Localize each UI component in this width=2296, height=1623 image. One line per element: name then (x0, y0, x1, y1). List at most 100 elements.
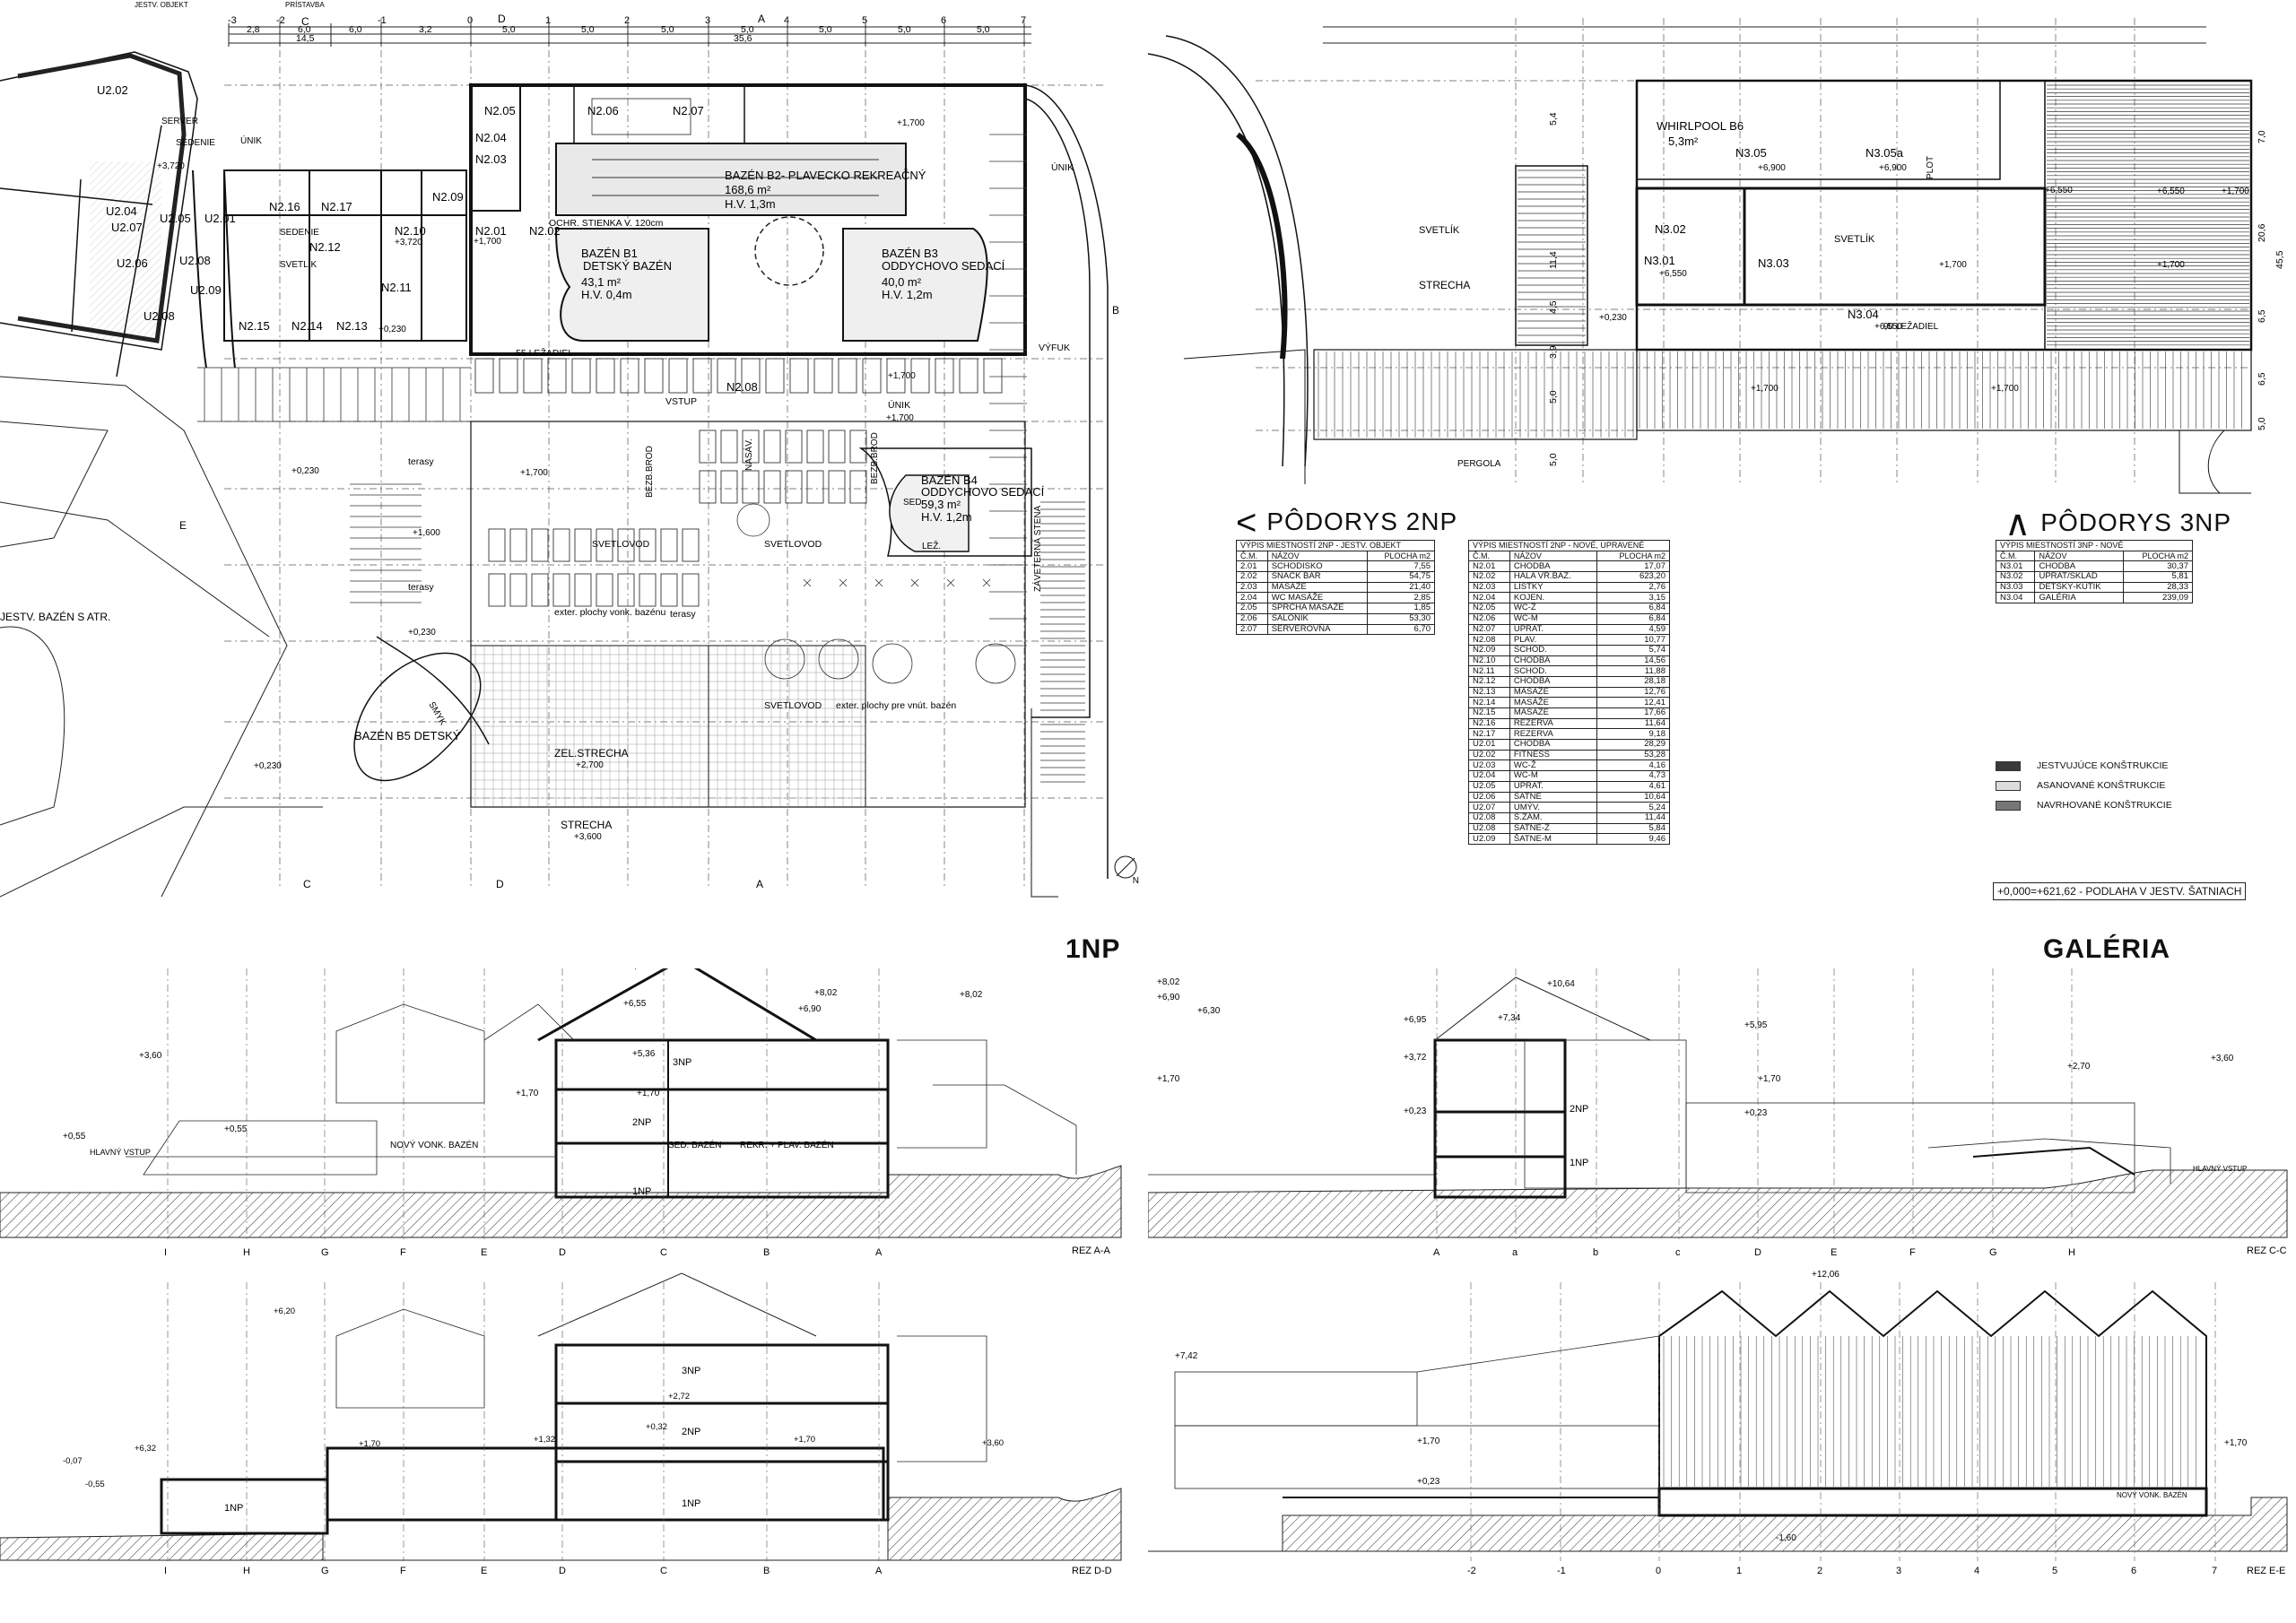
section-axis-label: C (660, 1566, 667, 1576)
table-cell: 2,76 (1596, 581, 1670, 594)
room-n303: N3.03 (1758, 256, 1789, 270)
lounger (499, 358, 518, 394)
level-mark: +1,70 (1157, 1074, 1180, 1084)
level-mark: +1,70 (1758, 1074, 1781, 1084)
room-n213: N2.13 (336, 319, 368, 333)
legend-swatch (1996, 800, 2021, 811)
lounger (596, 573, 613, 607)
table-cell: 14,56 (1596, 655, 1670, 667)
aa-sed: SED. BAZÉN (668, 1139, 721, 1150)
table-cell: 5,81 (2123, 571, 2193, 583)
lounger (660, 528, 678, 562)
level-mark: +1,70 (794, 1435, 815, 1445)
section-axis-label: G (321, 1566, 329, 1576)
section-cc-name: REZ C-C (2247, 1245, 2287, 1256)
label-exter1: exter. plochy vonk. bazénu (554, 607, 665, 618)
level-l11: +1,700 (474, 237, 501, 247)
table-cell: 53,28 (1596, 749, 1670, 761)
lounger (828, 430, 846, 464)
table-cell: N3.03 (1995, 581, 2036, 594)
room-n203: N2.03 (475, 152, 507, 166)
dimension-value: 3,9 (1548, 345, 1559, 359)
table-cell: N2.16 (1468, 717, 1510, 730)
dim-total-left: 14,5 (296, 33, 315, 44)
marker-x (910, 578, 919, 587)
table-cell: UPRAT/SKLAD (2034, 571, 2125, 583)
lounger (765, 358, 785, 394)
lounger (639, 528, 657, 562)
legend-swatch (1996, 760, 2021, 771)
level-mark: +8,02 (1157, 977, 1180, 987)
label-ochr: OCHR. STIENKA V. 120cm (549, 218, 664, 229)
lounger (509, 528, 527, 562)
label-svetlovod2: SVETLOVOD (764, 539, 822, 550)
lounger (692, 358, 712, 394)
cc-2np: 2NP (1570, 1104, 1588, 1115)
table-cell: LÍSTKY (1509, 581, 1598, 594)
axis-label: 7 (1021, 15, 1026, 26)
table-cell: U2.08 (1468, 812, 1510, 824)
gallery-sheet-label: GALÉRIA (2043, 934, 2170, 964)
level-mark: +6,90 (798, 1004, 822, 1014)
lounger (531, 573, 549, 607)
dimension-value: 5,0 (819, 24, 832, 35)
table-cell: U2.02 (1468, 749, 1510, 761)
room-n210: N2.10 (395, 224, 426, 238)
table-cell: CHODBA (1509, 739, 1598, 751)
level-l4: +2,700 (576, 760, 604, 770)
section-axis-label: c (1675, 1247, 1681, 1258)
section-arrow-icon: < (1236, 503, 1258, 542)
section-axis-label: E (1831, 1247, 1837, 1258)
table-cell: ŠATNE (1509, 791, 1598, 803)
room-whirlpool-area: 5,3m² (1668, 135, 1699, 148)
pool-b3-type: ODDYCHOVO SEDACÍ (882, 259, 1005, 273)
table-cell: N2.17 (1468, 728, 1510, 741)
dd-1np: 1NP (682, 1498, 700, 1509)
dimension-value: 5,0 (741, 24, 754, 35)
lounger (682, 573, 700, 607)
table-cell: ŠATNE-Ž (1509, 822, 1598, 835)
axis-label: 1 (545, 15, 551, 26)
room-n214: N2.14 (291, 319, 323, 333)
table-caption: VÝPIS MIESTNOSTÍ 3NP - NOVÉ (1996, 540, 2193, 551)
table-cell: UPRAT. (1509, 780, 1598, 793)
table-cell: 11,64 (1596, 717, 1670, 730)
legend-item: NAVRHOVANÉ KONŠTRUKCIE (1996, 800, 2172, 811)
section-axis-label: A (875, 1247, 883, 1258)
section-axis-label: E (481, 1247, 487, 1258)
room-unik: ÚNIK (240, 135, 262, 146)
room-u206: U2.06 (117, 256, 148, 270)
section-axis-label: A (875, 1566, 883, 1576)
table-cell: 623,20 (1596, 571, 1670, 583)
lounger (682, 528, 700, 562)
table-cell: N2.07 (1468, 623, 1510, 636)
ee-novy: NOVÝ VONK. BAZÉN (2117, 1491, 2187, 1499)
level-mark: +2,70 (2067, 1062, 2091, 1072)
table-cell: N2.12 (1468, 675, 1510, 688)
level-mark: +0,23 (1404, 1107, 1427, 1116)
section-axis-label: H (2068, 1247, 2075, 1258)
table-cell: DETSKÝ-KÚTIK (2034, 581, 2125, 594)
table-cell: 6,70 (1366, 623, 1436, 636)
lounger (763, 470, 781, 504)
dimension-value: 5,4 (1548, 112, 1559, 126)
lounger (959, 358, 978, 394)
level-mark: +6,30 (1197, 1006, 1221, 1016)
section-axis-label: G (1989, 1247, 1997, 1258)
table-cell: SCHOD. (1509, 644, 1598, 656)
table-cell: 6,84 (1596, 612, 1670, 625)
